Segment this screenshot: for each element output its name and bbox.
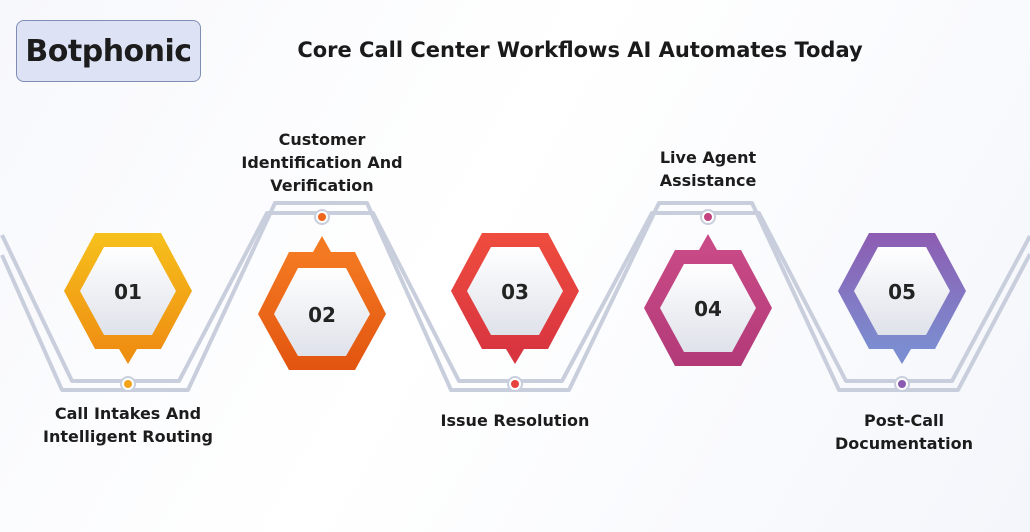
- step-01-inner-hexagon: [80, 247, 176, 335]
- step-05-label-line1: Post-Call: [863, 411, 945, 430]
- step-05-label: Post-Call Documentation: [804, 409, 1004, 455]
- step-03-label: Issue Resolution: [415, 409, 615, 432]
- brand-logo: Botphonic: [16, 20, 201, 82]
- step-01-connector-dot-core: [124, 380, 132, 388]
- step-03-inner-hexagon: [467, 247, 563, 335]
- step-04-label-line1: Live Agent: [659, 148, 757, 167]
- step-05-marker: 05: [838, 233, 966, 392]
- step-05-label-line2: Documentation: [834, 434, 974, 453]
- step-04-pointer: [699, 234, 717, 250]
- step-03-connector-dot-core: [511, 380, 519, 388]
- logo-text: Botphonic: [25, 33, 192, 69]
- step-01-label: Call Intakes And Intelligent Routing: [28, 402, 228, 448]
- step-02-inner-hexagon: [274, 268, 370, 356]
- page-title: Core Call Center Workflows AI Automates …: [297, 38, 863, 62]
- step-04-number: 04: [694, 297, 722, 321]
- step-01-label-line2: Intelligent Routing: [43, 427, 213, 446]
- step-04-connector-dot-core: [704, 213, 712, 221]
- step-02-pointer: [313, 236, 331, 252]
- step-02-label-line1: Customer: [278, 130, 366, 149]
- step-04-label-line2: Assistance: [659, 171, 757, 190]
- step-02-label: Customer Identification And Verification: [222, 128, 422, 197]
- step-05-connector-dot-core: [898, 380, 906, 388]
- step-01-pointer: [119, 349, 137, 364]
- step-01-label-line1: Call Intakes And: [54, 404, 202, 423]
- step-05-inner-hexagon: [854, 247, 950, 335]
- step-03-number: 03: [501, 280, 529, 304]
- step-04-inner-hexagon: [660, 264, 756, 352]
- step-02-label-line2: Identification And: [241, 153, 403, 172]
- step-02-marker: 02: [258, 209, 386, 370]
- step-05-pointer: [893, 349, 911, 364]
- step-05-number: 05: [888, 280, 916, 304]
- step-01-number: 01: [114, 280, 142, 304]
- step-03-marker: 03: [451, 233, 579, 392]
- step-04-label: Live Agent Assistance: [608, 146, 808, 192]
- step-04-marker: 04: [644, 209, 772, 366]
- step-02-label-line3: Verification: [270, 176, 374, 195]
- step-02-number: 02: [308, 303, 336, 327]
- step-03-pointer: [506, 349, 524, 364]
- step-01-marker: 01: [64, 233, 192, 392]
- step-03-label-line1: Issue Resolution: [440, 411, 590, 430]
- step-02-connector-dot-core: [318, 213, 326, 221]
